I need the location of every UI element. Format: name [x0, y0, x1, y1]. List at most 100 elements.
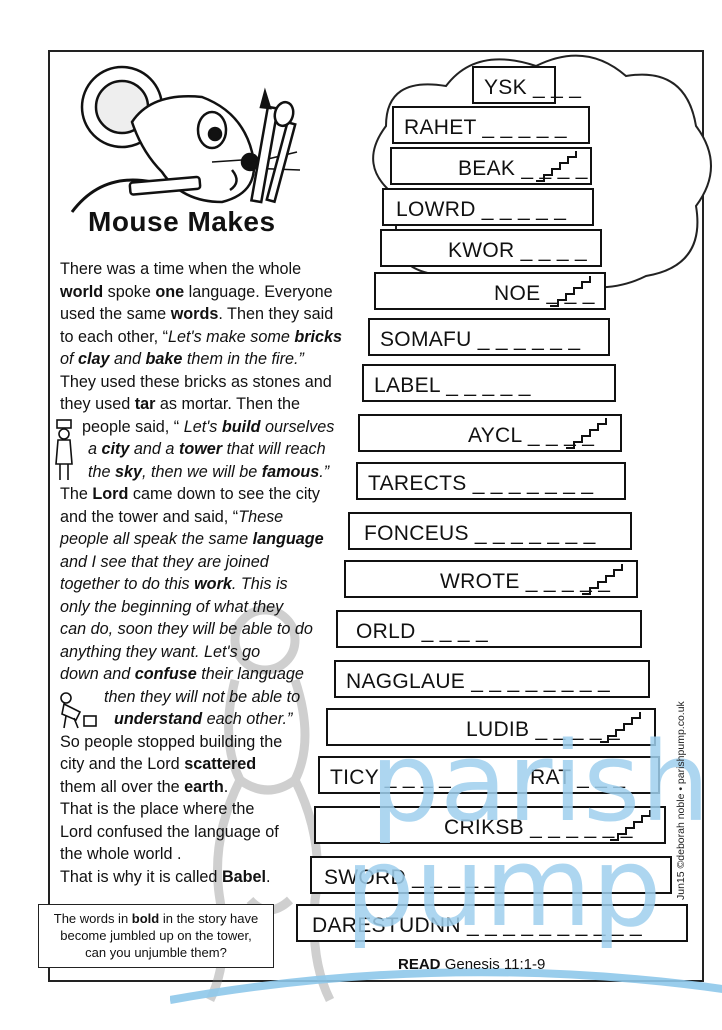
story-segment: people said, “	[82, 417, 184, 436]
jumbled-word: RAHET	[404, 116, 477, 139]
jumbled-word: TARECTS	[368, 472, 467, 495]
jumbled-word: LOWRD	[396, 198, 476, 221]
story-segment: famous	[261, 462, 320, 481]
tower-row: SOMAFU _ _ _ _ _ _	[368, 318, 610, 356]
tower-row: WROTE _ _ _ _ _	[344, 560, 638, 598]
tower-puzzle-word[interactable]: LOWRD _ _ _ _ _	[396, 198, 566, 222]
worker-figure-icon	[60, 692, 97, 729]
tower-row: TICY _ _ _ _ RAT _ _ _	[318, 756, 660, 794]
story-segment: and	[109, 350, 146, 368]
builder-figure-icon	[55, 419, 73, 480]
story-line: That is why it is called Babel.	[60, 866, 360, 889]
story-segment: the	[88, 462, 116, 481]
story-segment: city	[101, 440, 130, 458]
story-segment: . Then they said	[218, 305, 334, 323]
story-line: of clay and bake them in the fire.”	[60, 348, 360, 371]
instructions-line1-rest: in the story have	[162, 911, 259, 926]
jumbled-word: LUDIB	[466, 718, 530, 741]
tower-puzzle-word[interactable]: WROTE _ _ _ _ _	[440, 570, 610, 594]
tower-puzzle-word[interactable]: RAHET _ _ _ _ _	[404, 116, 567, 140]
page-frame	[48, 50, 704, 982]
jumbled-word: SWORD	[324, 866, 406, 889]
tower-puzzle-word[interactable]: TARECTS _ _ _ _ _ _ _	[368, 472, 593, 496]
story-line: world spoke one language. Everyone	[60, 281, 360, 304]
tower-puzzle-word[interactable]: TICY _ _ _ _	[330, 766, 451, 790]
tower-puzzle-word[interactable]: SWORD _ _ _ _ _	[324, 866, 497, 890]
story-segment: Lord	[92, 485, 129, 503]
story-line: can do, soon they will be able to do	[60, 618, 360, 641]
story-segment: city and the Lord	[60, 755, 185, 773]
tower-row: DARESTUDNN _ _ _ _ _ _ _ _ _ _	[296, 904, 688, 942]
answer-blanks: _ _ _ _ _ _ _	[468, 522, 596, 545]
answer-blanks: _ _ _	[570, 766, 626, 789]
tower-puzzle-word[interactable]: DARESTUDNN _ _ _ _ _ _ _ _ _ _	[312, 914, 642, 938]
jumbled-word: LABEL	[374, 374, 441, 397]
parishpump-watermark: parish pump	[170, 718, 722, 1004]
story-line: city and the Lord scattered	[60, 753, 360, 776]
tower-puzzle-word[interactable]: ORLD _ _ _ _	[356, 620, 488, 644]
story-segment: build	[221, 417, 261, 436]
tower-puzzle-word[interactable]: NAGGLAUE _ _ _ _ _ _ _ _	[346, 670, 610, 694]
tower-row: BEAK _ _ _ _	[390, 147, 592, 185]
story-line: That is the place where the	[60, 798, 360, 821]
tower-row: CRIKSB _ _ _ _ _ _	[314, 806, 666, 844]
tower-puzzle-word[interactable]: KWOR _ _ _ _	[448, 239, 587, 263]
story-line: down and confuse their language	[60, 663, 360, 686]
story-segment: down and	[60, 665, 135, 683]
answer-blanks: _ _ _ _ _ _	[471, 328, 581, 351]
jumbled-word: CRIKSB	[444, 816, 524, 839]
story-line: the whole world .	[60, 843, 360, 866]
story-segment: they used	[60, 395, 135, 413]
story-line: They used these bricks as stones and	[60, 371, 360, 394]
story-segment: Lord confused the language of	[60, 822, 279, 841]
story-line: There was a time when the whole	[60, 258, 360, 281]
tower-puzzle-word[interactable]: LABEL _ _ _ _ _	[374, 374, 531, 398]
tower-puzzle-word[interactable]: FONCEUS _ _ _ _ _ _ _	[364, 522, 596, 546]
answer-blanks: _ _ _ _ _	[475, 198, 567, 221]
story-segment: world	[60, 282, 104, 301]
story-segment: as mortar. Then the	[155, 395, 300, 413]
tower-puzzle-word[interactable]: CRIKSB _ _ _ _ _ _	[444, 816, 633, 840]
tower-row: KWOR _ _ _ _	[380, 229, 602, 267]
tower-row: RAHET _ _ _ _ _	[392, 106, 590, 144]
tower-puzzle-word[interactable]: LUDIB _ _ _ _ _	[466, 718, 620, 742]
story-segment: their language	[196, 665, 304, 683]
jumbled-word: FONCEUS	[364, 522, 469, 545]
answer-blanks: _ _ _ _	[415, 620, 489, 643]
jumbled-word: KWOR	[448, 239, 515, 262]
story-line: they used tar as mortar. Then the	[60, 393, 360, 416]
story-line: to each other, “Let's make some bricks	[60, 326, 360, 349]
page-title: Mouse Makes	[88, 206, 276, 237]
story-segment: scattered	[184, 755, 257, 773]
answer-blanks: _ _ _ _ _ _ _ _ _ _	[460, 914, 642, 937]
tower-puzzle-word[interactable]: YSK _ _ _	[484, 76, 581, 100]
tower-row: LABEL _ _ _ _ _	[362, 364, 616, 402]
tower-row: SWORD _ _ _ _ _	[310, 856, 672, 894]
instructions-line3: can you unjumble them?	[85, 945, 227, 960]
story-segment: work	[194, 575, 232, 593]
story-text: There was a time when the whole world spo…	[60, 258, 360, 888]
answer-blanks: _ _ _	[526, 76, 582, 99]
story-segment: That is why it is called	[60, 867, 222, 886]
story-segment: They used these bricks as stones and	[60, 372, 332, 391]
jumbled-word: YSK	[484, 76, 527, 99]
story-segment: tar	[134, 395, 156, 413]
story-line: then they will not be able to	[60, 686, 360, 709]
tower-puzzle-word[interactable]: SOMAFU _ _ _ _ _ _	[380, 328, 580, 352]
stair-icon	[536, 151, 577, 182]
tower-row: ORLD _ _ _ _	[336, 610, 642, 648]
tower-row: NOE _ _ _	[374, 272, 606, 310]
story-segment: There was a time when the whole	[60, 260, 302, 278]
story-segment: only the beginning of what they	[60, 597, 284, 616]
read-label: READ	[398, 956, 441, 973]
tower-puzzle-word[interactable]: RAT _ _ _	[530, 766, 625, 790]
story-line: together to do this work. This is	[60, 573, 360, 596]
answer-blanks: _ _ _ _ _ _ _ _	[465, 670, 611, 693]
story-segment: These	[238, 507, 284, 526]
story-line: and I see that they are joined	[60, 551, 360, 574]
story-segment: can do, soon they will be able to do	[60, 620, 313, 638]
jumbled-word: ORLD	[356, 620, 416, 643]
story-line: The Lord came down to see the city	[60, 483, 360, 506]
jumbled-word: AYCL	[468, 424, 522, 447]
